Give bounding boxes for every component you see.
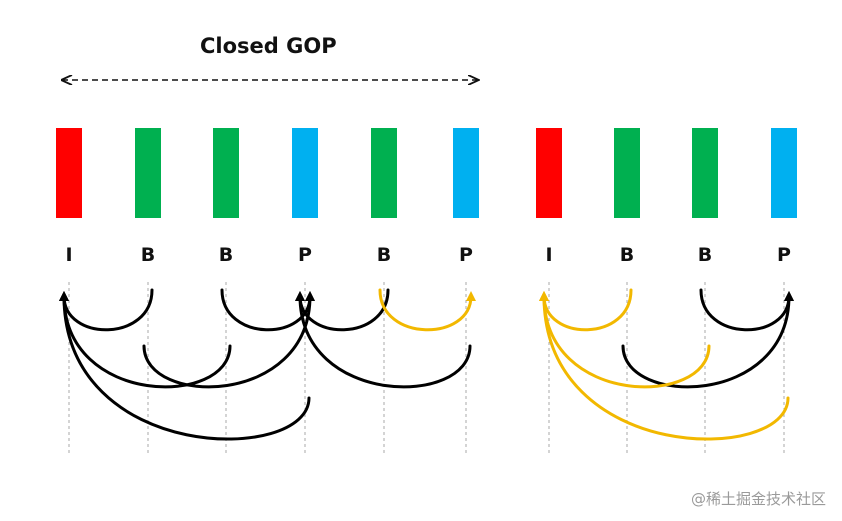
frame-label-i: I bbox=[545, 244, 553, 266]
frame-guide-lines bbox=[68, 282, 785, 456]
frame-label-p: P bbox=[459, 244, 473, 266]
reference-arrow bbox=[699, 288, 794, 332]
frame-bars bbox=[56, 128, 797, 218]
reference-arrow bbox=[220, 288, 315, 332]
reference-arrow bbox=[539, 291, 790, 441]
frame-bar-b bbox=[135, 128, 161, 218]
reference-arrow bbox=[59, 291, 311, 441]
frame-label-b: B bbox=[697, 244, 713, 266]
frame-label-b: B bbox=[619, 244, 635, 266]
frame-bar-b bbox=[692, 128, 718, 218]
frame-label-p: P bbox=[777, 244, 791, 266]
reference-arrow bbox=[59, 288, 154, 332]
frame-bar-i bbox=[536, 128, 562, 218]
frame-label-b: B bbox=[218, 244, 234, 266]
frame-label-i: I bbox=[65, 244, 73, 266]
frame-label-p: P bbox=[298, 244, 312, 266]
reference-arrow bbox=[59, 291, 232, 389]
reference-arrow bbox=[295, 291, 472, 389]
frame-label-b: B bbox=[140, 244, 156, 266]
frame-bar-i bbox=[56, 128, 82, 218]
frame-bar-b bbox=[371, 128, 397, 218]
reference-arrow bbox=[142, 291, 315, 389]
frame-bar-p bbox=[453, 128, 479, 218]
frame-bar-p bbox=[771, 128, 797, 218]
diagram-title: Closed GOP bbox=[200, 34, 337, 58]
frame-bar-b bbox=[614, 128, 640, 218]
watermark: @稀土掘金技术社区 bbox=[690, 490, 826, 508]
frame-bar-p bbox=[292, 128, 318, 218]
frame-bar-b bbox=[213, 128, 239, 218]
reference-arrow bbox=[539, 291, 711, 389]
reference-arrow bbox=[539, 288, 633, 332]
frame-label-b: B bbox=[376, 244, 392, 266]
reference-arrow bbox=[295, 288, 390, 332]
reference-arrow bbox=[378, 288, 476, 332]
reference-arrow bbox=[621, 291, 794, 389]
reference-arrows bbox=[59, 288, 794, 441]
